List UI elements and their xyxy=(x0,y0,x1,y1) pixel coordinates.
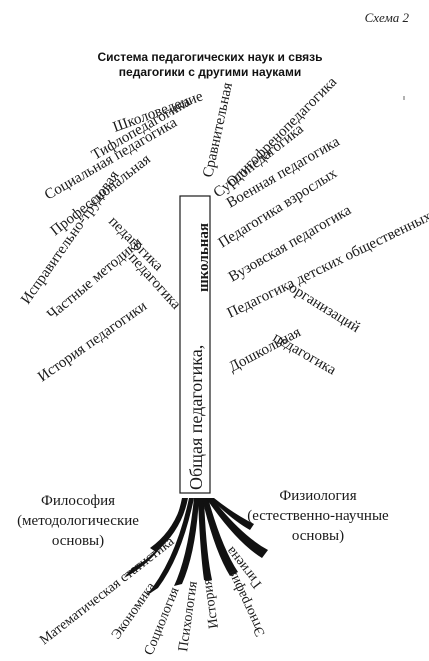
branch-vuzovskaya: Вузовская педагогика xyxy=(226,202,354,285)
root-istoriya: История xyxy=(200,577,222,629)
root-stroke-6 xyxy=(206,498,268,558)
trunk-sub-label: школьная xyxy=(196,223,212,292)
trunk-box xyxy=(179,195,211,494)
trunk-main-label: Общая педагогика, xyxy=(186,345,206,490)
branch-doshkolnaya-2: педагогика xyxy=(270,330,339,379)
philosophy-label: Философия xyxy=(41,493,115,509)
root-stroke-3 xyxy=(174,498,199,586)
root-stroke-4 xyxy=(198,498,212,580)
branch-sravnitelnaya: Сравнительная xyxy=(200,81,236,179)
physiology-note-2: основы) xyxy=(292,528,344,544)
physiology-label: Физиология xyxy=(279,488,356,504)
diagram-title-line-2: педагогики с другими науками xyxy=(118,65,302,79)
root-stroke-8 xyxy=(210,498,254,530)
root-stroke-2 xyxy=(146,498,194,596)
diagram-title: Система педагогических наук и связь педа… xyxy=(60,50,360,80)
philosophy-note: (методологические xyxy=(17,513,139,529)
root-stroke-5 xyxy=(202,498,238,576)
scheme-number: Схема 2 xyxy=(364,10,409,25)
philosophy-note-2: основы) xyxy=(52,533,104,549)
physiology-note: (естественно-научные xyxy=(247,508,389,524)
diagram-title-line-1: Система педагогических наук и связь xyxy=(97,50,323,64)
root-stroke-7 xyxy=(150,498,188,552)
